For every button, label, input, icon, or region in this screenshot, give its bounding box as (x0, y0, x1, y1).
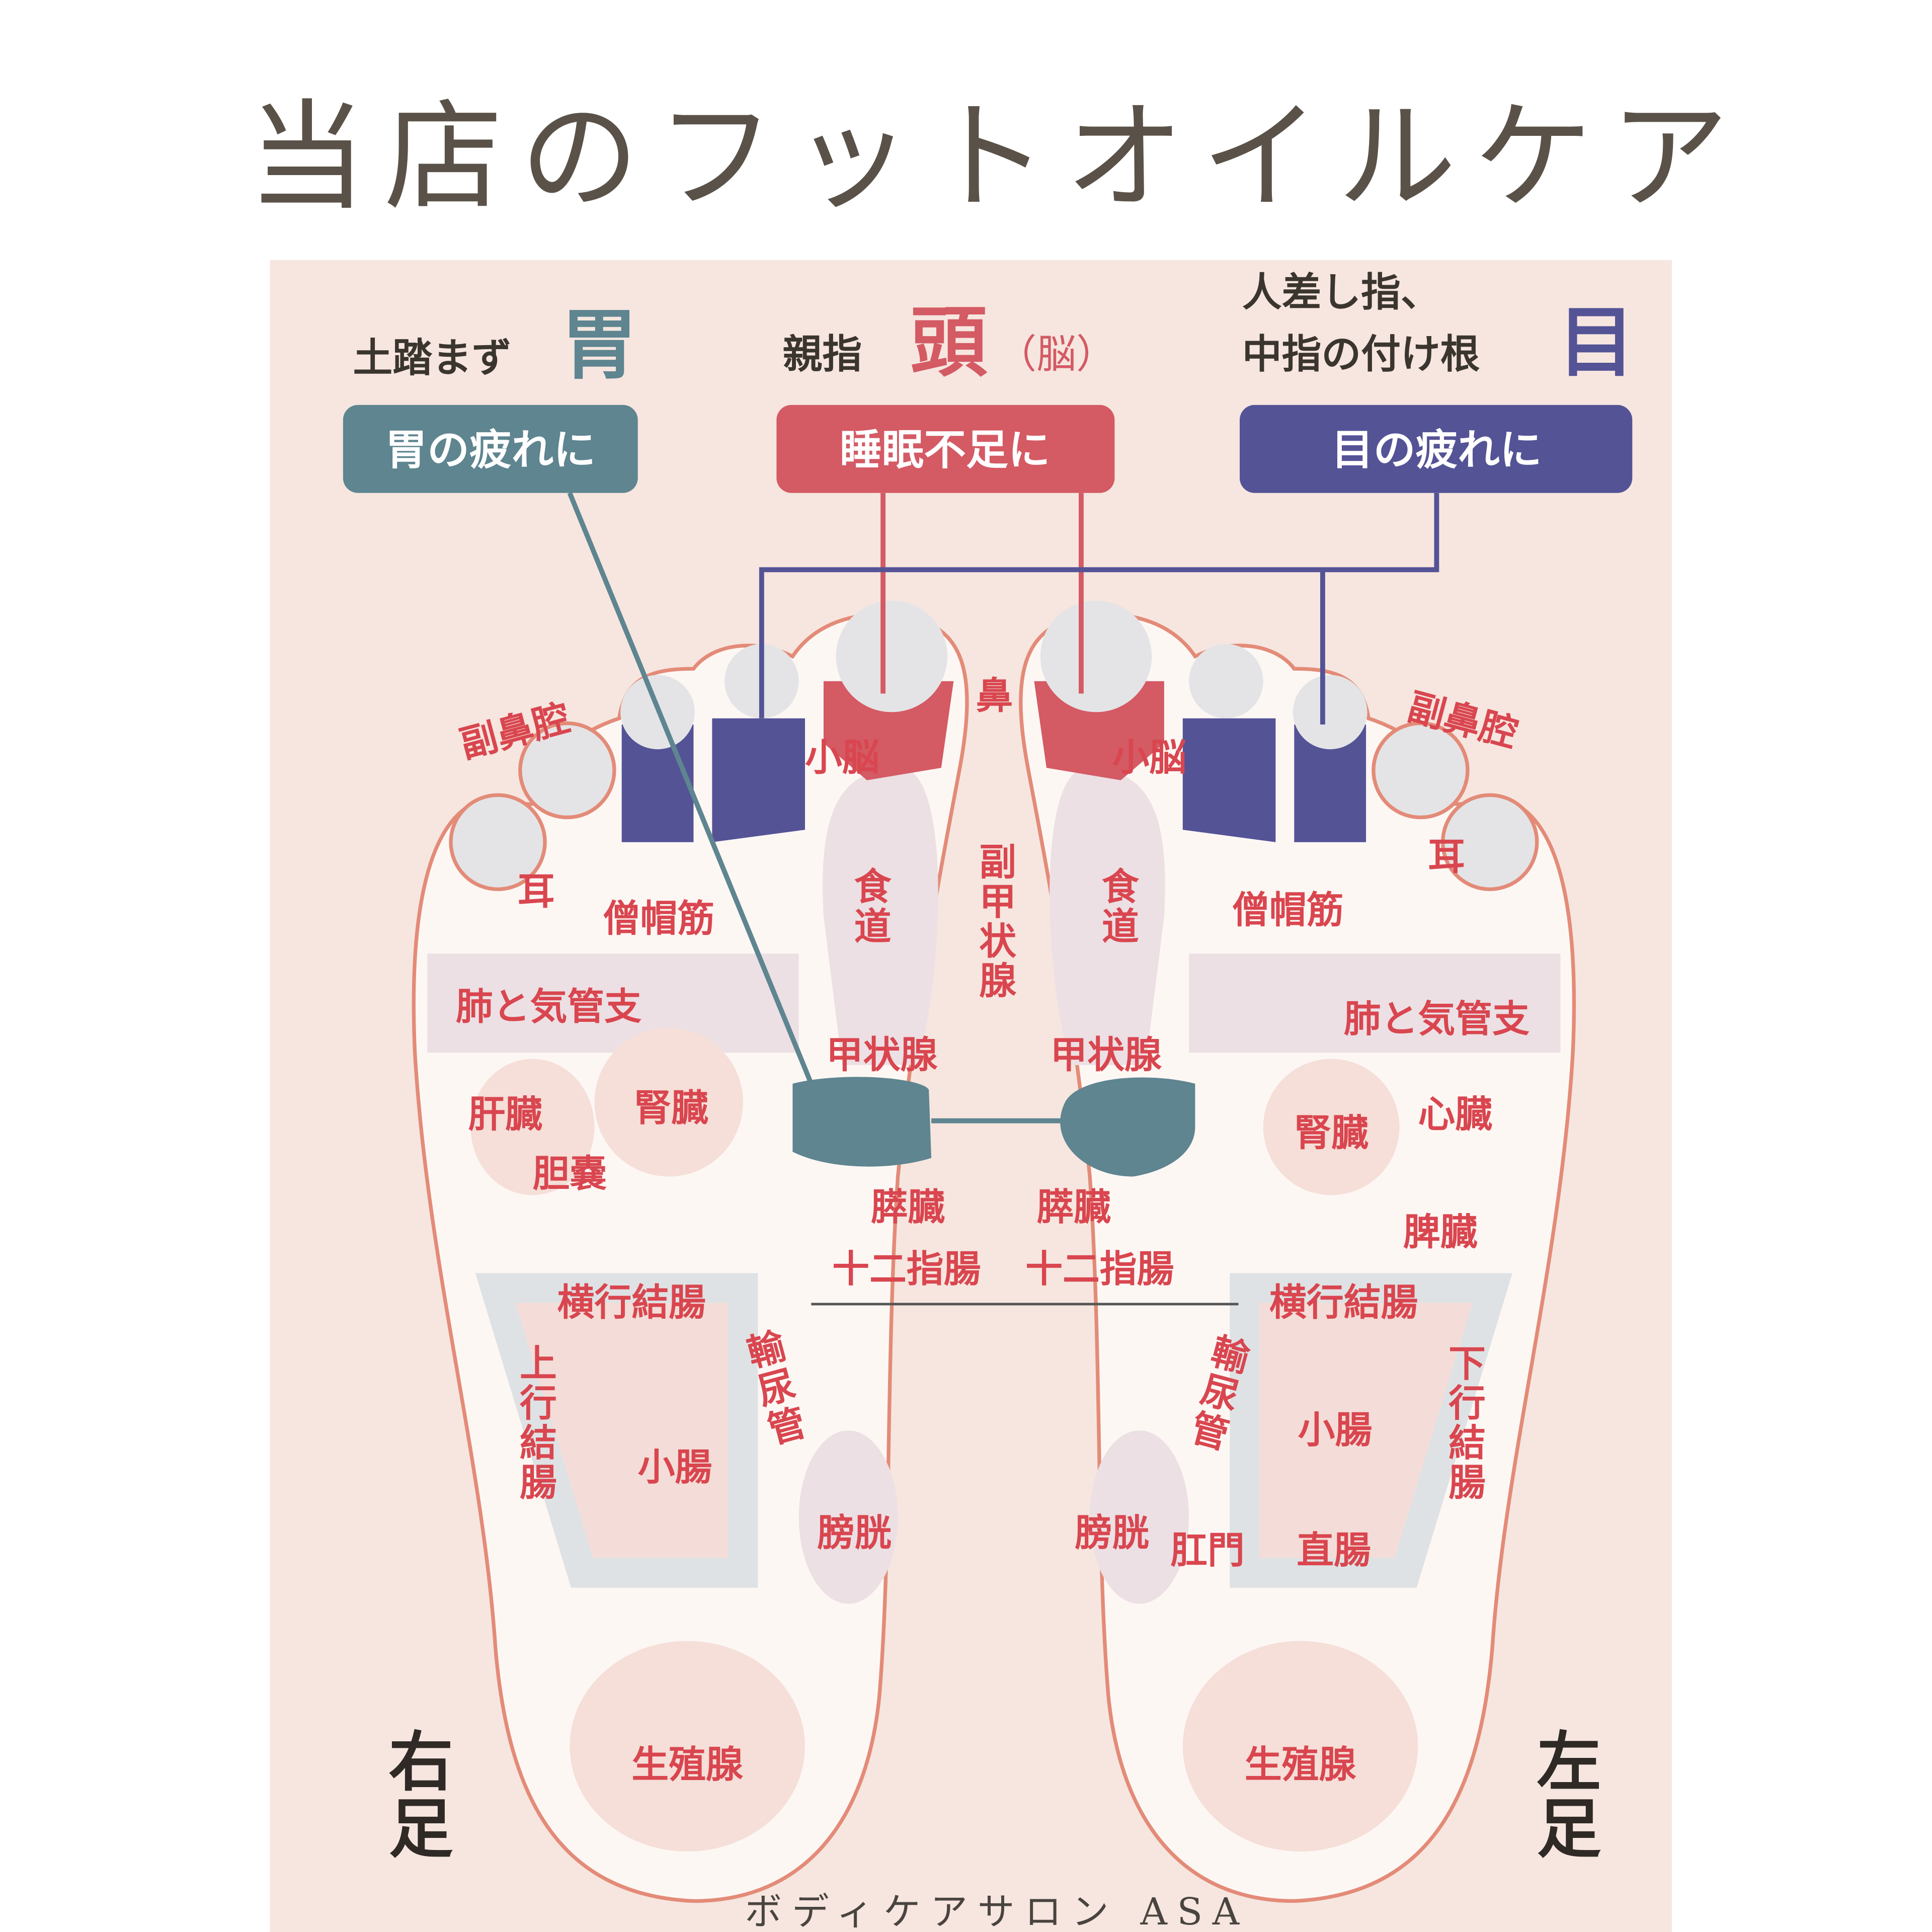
label-trapezius-left: 僧帽筋 (1232, 889, 1344, 932)
stomach-header-prefix: 土踏まず (353, 335, 512, 381)
label-gonad-left: 生殖腺 (1245, 1743, 1356, 1786)
label-ear-left: 耳 (1428, 835, 1465, 878)
label-spleen: 脾臓 (1403, 1211, 1478, 1254)
label-ear-right: 耳 (518, 870, 555, 913)
label-kidney-right: 腎臓 (634, 1087, 708, 1130)
page-title: 当店のフットオイルケア (248, 88, 1746, 226)
right-foot-label: 右足 (377, 1728, 453, 1862)
label-heart: 心臓 (1418, 1093, 1492, 1136)
label-trapezius-right: 僧帽筋 (603, 897, 715, 940)
label-rectum: 直腸 (1297, 1528, 1371, 1572)
stomach-tag: 胃の疲れに (343, 405, 638, 493)
label-pancreas-right: 膵臓 (870, 1186, 945, 1229)
label-pancreas-left: 膵臓 (1036, 1186, 1111, 1229)
eye-header-line1: 人差し指、 (1242, 269, 1440, 315)
head-header-prefix: 親指 (783, 331, 862, 377)
label-esophagus-left: 食道 (1095, 867, 1139, 946)
eye-tag-label: 目の疲れに (1331, 425, 1542, 474)
label-gallbladder: 胆嚢 (532, 1152, 607, 1195)
eye-header-line2: 中指の付け根 (1242, 331, 1480, 377)
head-header-key: 頭 (910, 298, 988, 387)
head-header-suffix: （脳） (997, 331, 1116, 377)
label-thyroid-left: 甲状腺 (1050, 1033, 1162, 1077)
label-gonad-right: 生殖腺 (631, 1743, 743, 1786)
eye-tag: 目の疲れに (1240, 405, 1633, 493)
label-duodenum-left: 十二指腸 (1025, 1248, 1174, 1291)
label-small-intestine-right: 小腸 (638, 1446, 712, 1489)
right-foot (412, 600, 969, 1903)
label-nose: 鼻 (976, 674, 1013, 717)
label-kidney-left: 腎臓 (1294, 1111, 1369, 1155)
label-bladder-left: 膀胱 (1075, 1511, 1150, 1555)
label-cerebellum-left: 小脳 (1112, 736, 1186, 779)
label-bladder-right: 膀胱 (818, 1511, 892, 1555)
stomach-header-key: 胃 (561, 300, 638, 389)
label-transverse-colon-left: 横行結腸 (1269, 1281, 1418, 1324)
label-anus: 肛門 (1170, 1528, 1245, 1572)
label-lungs-right: 肺と気管支 (456, 985, 641, 1028)
label-esophagus-right: 食道 (848, 867, 891, 946)
label-duodenum-right: 十二指腸 (832, 1248, 981, 1291)
label-transverse-colon-right: 横行結腸 (557, 1281, 706, 1324)
head-tag: 睡眠不足に (776, 405, 1115, 493)
head-tag-label: 睡眠不足に (840, 425, 1050, 474)
connector-lines (567, 492, 1439, 1306)
watermark: ボディケアサロン ASA (745, 1890, 1249, 1932)
left-foot (1019, 600, 1576, 1903)
label-descending-colon: 下行結腸 (1442, 1344, 1486, 1502)
label-lungs-left: 肺と気管支 (1344, 997, 1530, 1040)
label-small-intestine-left: 小腸 (1298, 1409, 1373, 1452)
label-cerebellum-right: 小脳 (805, 736, 879, 779)
label-liver: 肝臓 (468, 1093, 542, 1136)
stomach-tag-label: 胃の疲れに (385, 425, 596, 474)
label-thyroid-right: 甲状腺 (826, 1033, 938, 1077)
eye-header-key: 目 (1558, 298, 1635, 387)
left-foot-label: 左足 (1525, 1728, 1601, 1862)
label-ascending-colon: 上行結腸 (513, 1344, 556, 1502)
label-parathyroid: 副甲状腺 (973, 842, 1016, 1001)
